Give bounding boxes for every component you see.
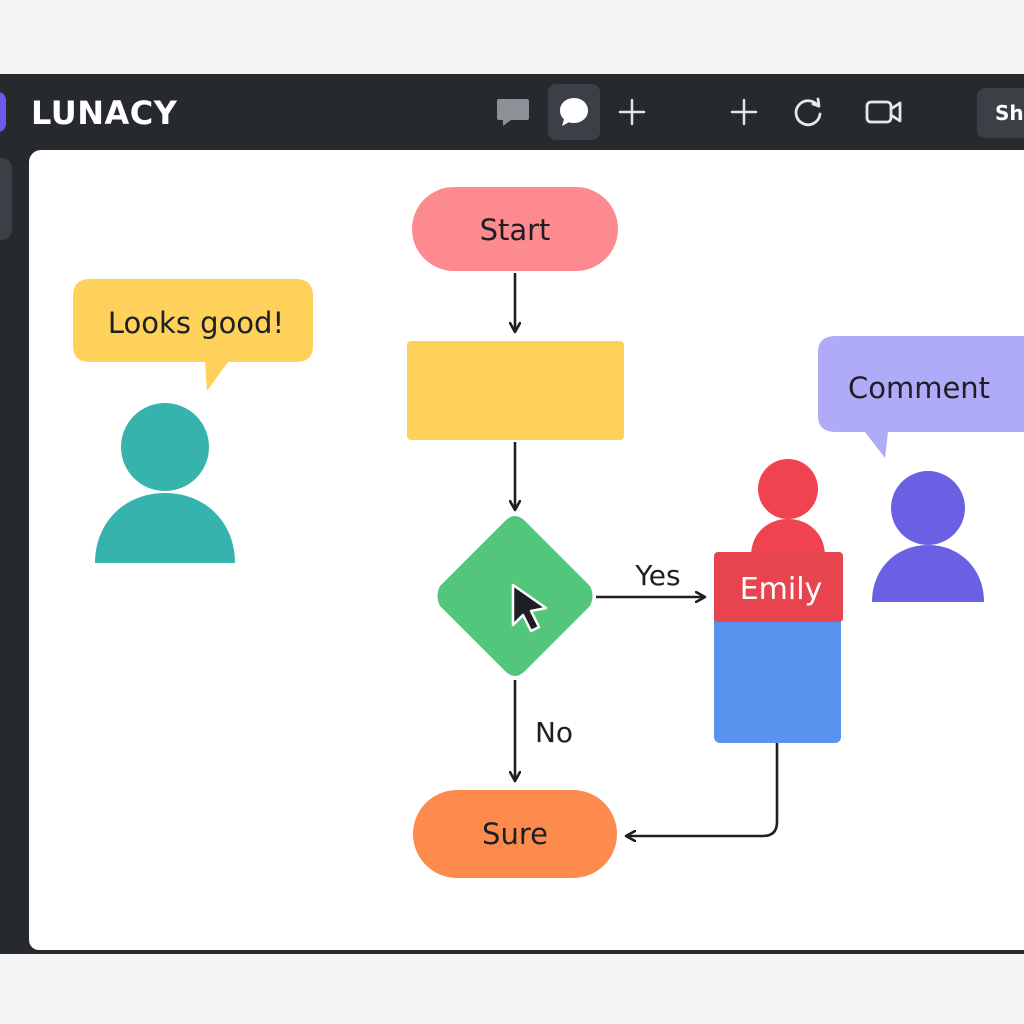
process-node[interactable] [407,341,624,440]
chat-icon [560,98,588,126]
title-bar: LUNACY [0,74,1024,150]
plus-icon [618,98,646,126]
app-window: LUNACY [0,74,1024,954]
avatar-emily [751,459,825,556]
chat-tool-button[interactable] [548,84,600,140]
end-label: Sure [482,817,548,851]
plus-icon [730,98,758,126]
comment-icon [497,99,529,126]
start-node[interactable]: Start [412,187,618,271]
app-title: LUNACY [31,94,178,132]
share-button[interactable]: Sh [977,88,1024,138]
app-logo-icon[interactable] [0,92,6,132]
video-call-button[interactable] [858,84,910,140]
comment-bubble-right[interactable]: Comment [818,336,1024,458]
avatar-purple [872,471,984,602]
comment-bubble-left[interactable]: Looks good! [73,279,313,391]
whiteboard-canvas[interactable]: Looks good! Start [29,150,1024,950]
connector-card-end [627,743,779,836]
comment-text-left: Looks good! [108,306,284,340]
no-label: No [535,716,573,749]
assignee-card[interactable]: Emily [714,552,843,743]
start-label: Start [480,213,551,247]
comment-text-right: Comment [848,371,990,405]
comment-tool-button[interactable] [487,84,539,140]
video-icon [865,100,902,124]
avatar-teal [95,403,235,563]
mouse-cursor-icon [511,583,548,633]
refresh-icon [794,97,822,127]
end-node[interactable]: Sure [413,790,617,878]
add-frame-button[interactable] [718,84,770,140]
add-button[interactable] [606,84,658,140]
sidebar-panel-tab[interactable] [0,158,12,240]
yes-label: Yes [634,559,680,592]
refresh-button[interactable] [782,84,834,140]
assignee-name-tag: Emily [740,572,823,607]
flowchart-diagram: Looks good! Start [73,187,1024,878]
